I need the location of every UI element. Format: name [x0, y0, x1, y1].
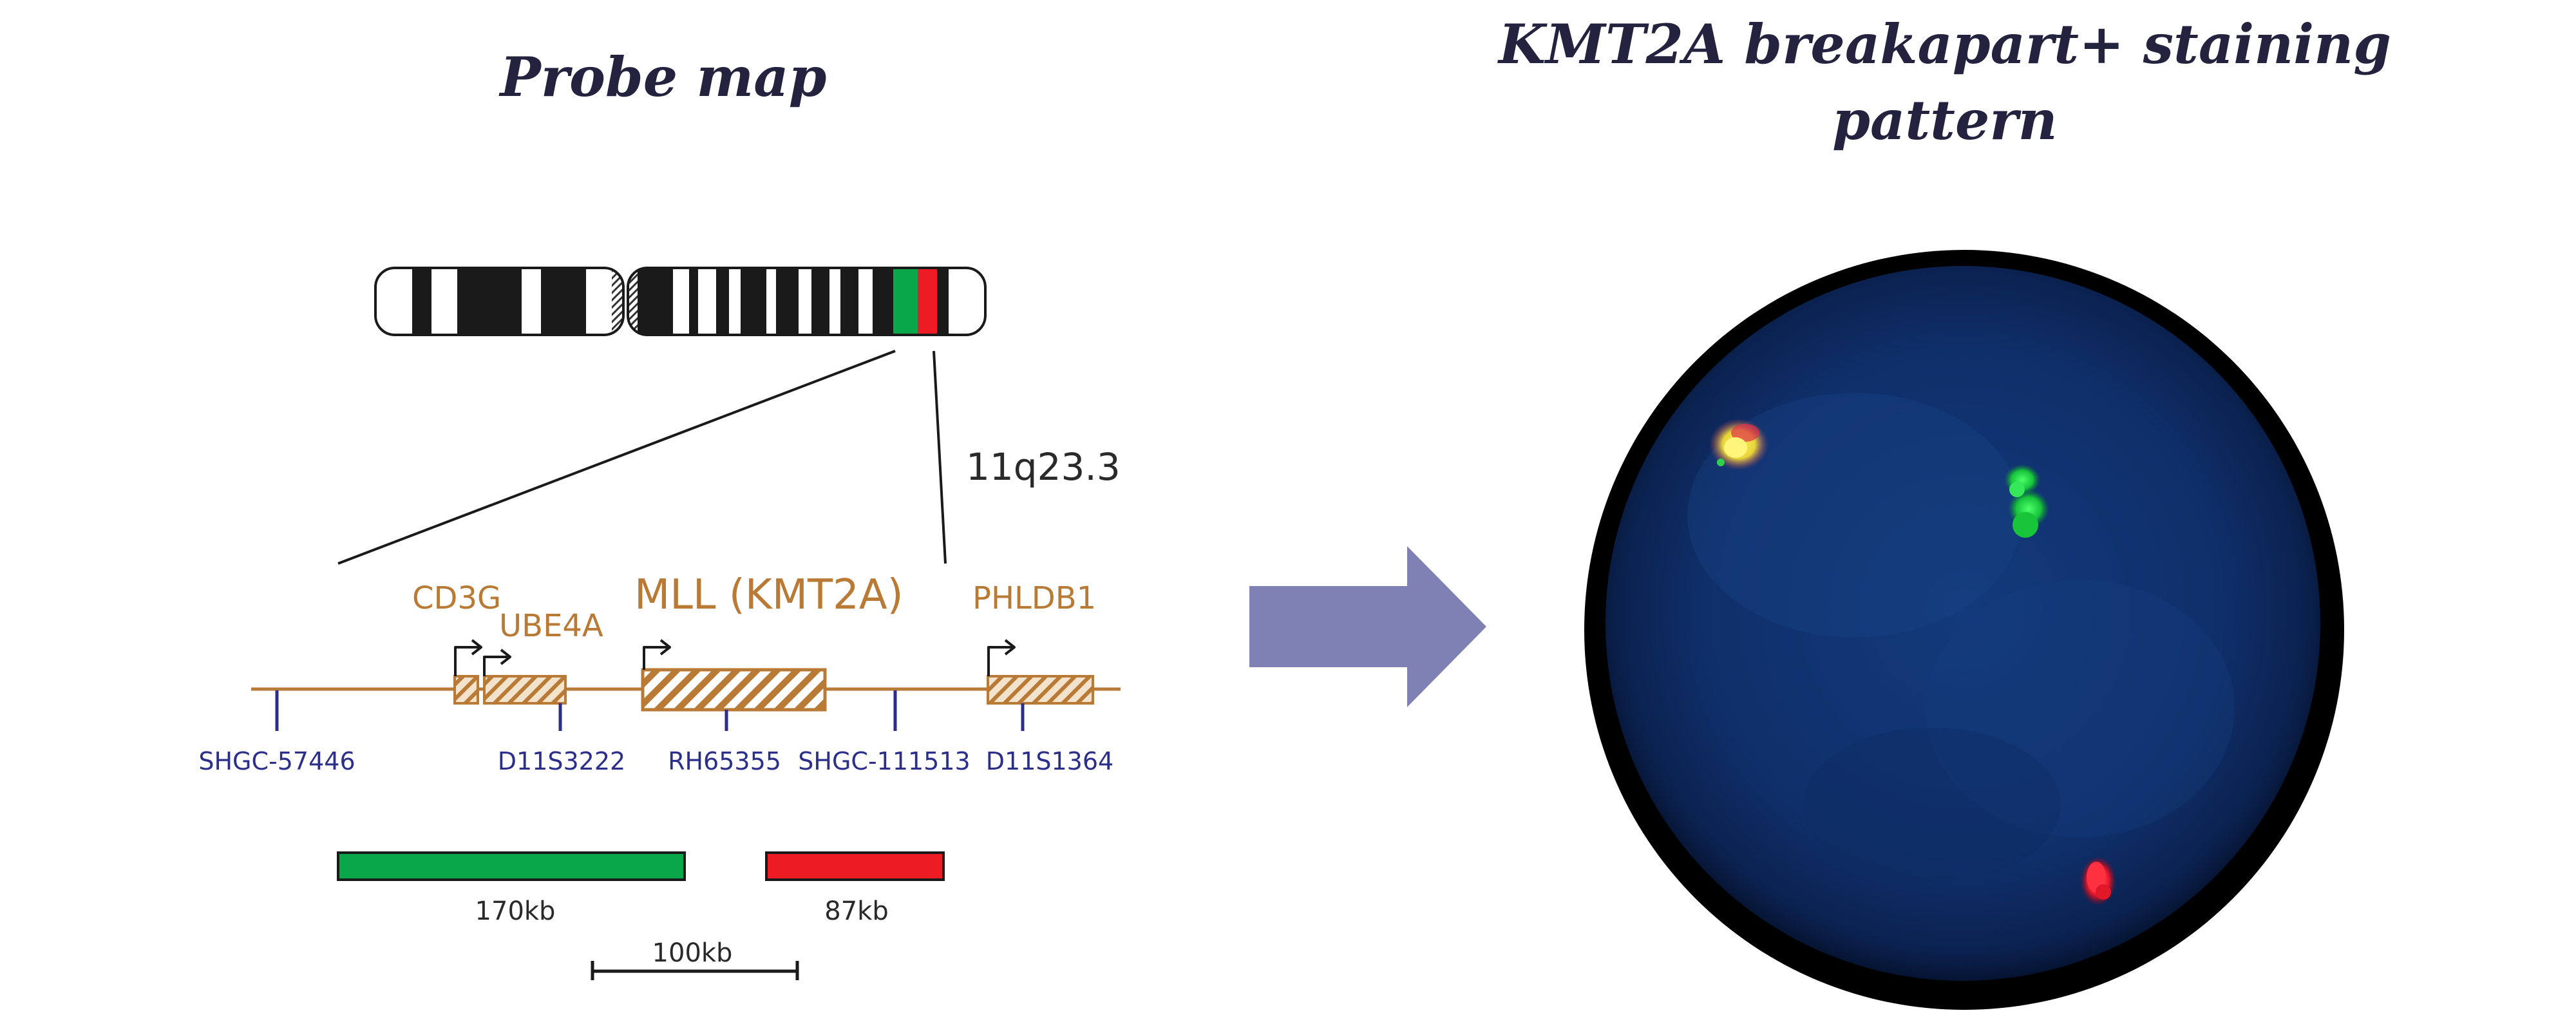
mll-kmt2a-label: MLL (KMT2A) [634, 571, 904, 619]
green-probe-size-label: 170kb [475, 896, 556, 926]
cd3g-gene-box [453, 675, 479, 705]
mll-tss-arrow-icon [643, 639, 671, 670]
zoom-line-left [337, 350, 896, 565]
ube4a-tss-arrow-icon [483, 649, 511, 676]
cd3g-tss-arrow-icon [454, 639, 482, 676]
red-probe-size-label: 87kb [824, 896, 888, 926]
ube4a-label: UBE4A [499, 608, 603, 644]
green-signal [2004, 464, 2049, 538]
marker-label: D11S3222 [498, 747, 625, 775]
red-probe-bar [765, 851, 945, 881]
scale-bar-label: 100kb [652, 938, 733, 968]
phldb1-gene-box [987, 675, 1094, 705]
probe-map-title: Probe map [500, 45, 827, 109]
locus-label: 11q23.3 [966, 445, 1121, 489]
scale-bar [591, 961, 799, 980]
marker-label: RH65355 [668, 747, 781, 775]
fish-nucleus-image [1584, 250, 2344, 1010]
staining-pattern-title-line2: pattern [1832, 88, 2058, 152]
marker-label: SHGC-111513 [798, 747, 970, 775]
zoom-line-right [933, 350, 947, 564]
marker-label: SHGC-57446 [198, 747, 355, 775]
marker-label: D11S1364 [986, 747, 1113, 775]
chromosome-11-ideogram [374, 267, 987, 336]
mll-gene-box [641, 668, 827, 712]
fusion-signal [1709, 419, 1768, 470]
staining-pattern-title-line1: KMT2A breakapart+ staining [1499, 12, 2391, 76]
green-probe-bar [337, 851, 686, 881]
ube4a-gene-box [483, 675, 567, 705]
gene-map: CD3G UBE4A MLL (KMT2A) PHLDB1 SHGC-57446… [198, 571, 1121, 775]
right-arrow-icon [1249, 546, 1486, 707]
phldb1-label: PHLDB1 [972, 580, 1096, 616]
red-probe-band [918, 268, 937, 335]
phldb1-tss-arrow-icon [987, 639, 1016, 676]
cd3g-label: CD3G [412, 580, 501, 616]
red-signal [2080, 857, 2116, 905]
staining-pattern-title: KMT2A breakapart+ staining pattern [1481, 6, 2409, 158]
green-probe-band [893, 268, 918, 335]
